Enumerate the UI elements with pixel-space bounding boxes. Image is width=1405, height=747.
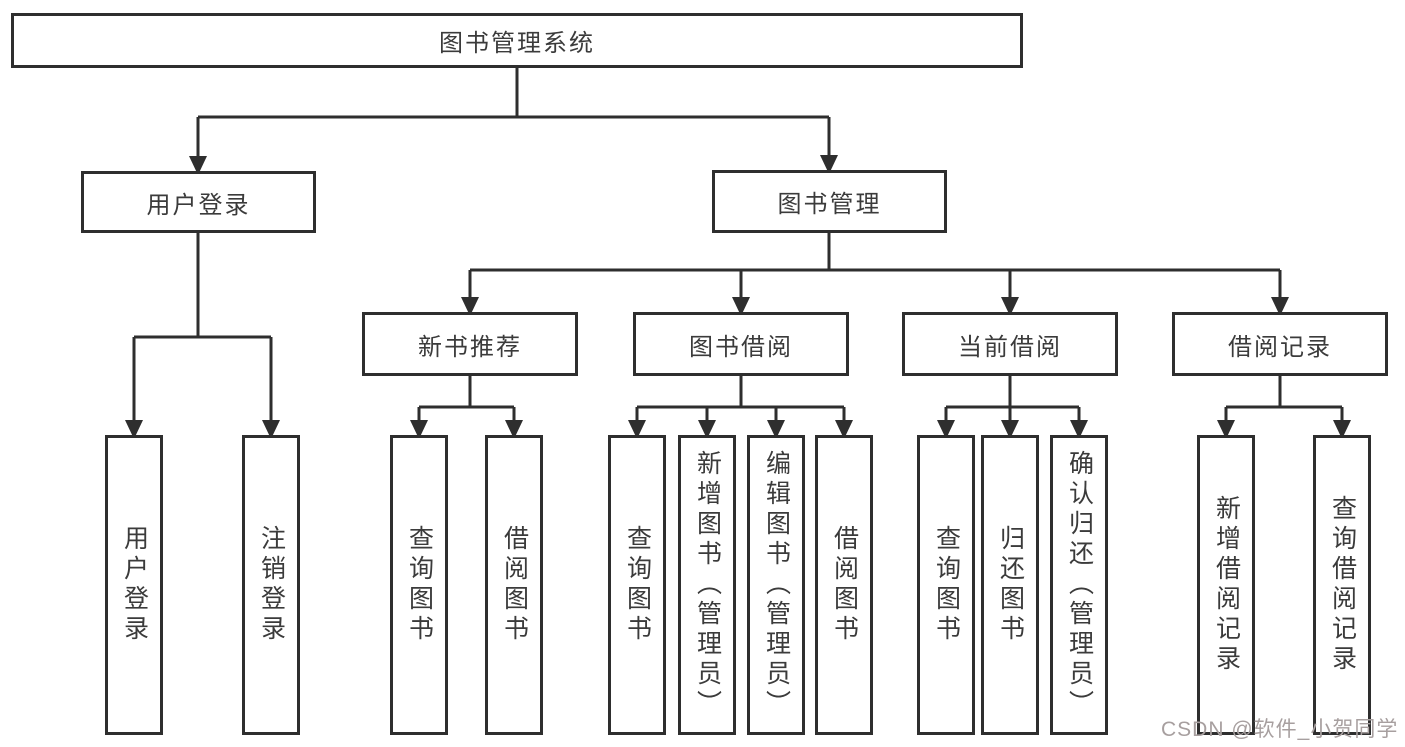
- arrowhead-icon: [461, 297, 479, 316]
- arrowhead-icon: [767, 420, 785, 439]
- node-label: 借阅图书: [500, 525, 529, 645]
- arrowhead-icon: [505, 420, 523, 439]
- node-leaf-user-login: 用户登录: [105, 435, 163, 735]
- node-label: 借阅记录: [1228, 333, 1332, 361]
- node-leaf-recd-query-record: 查询借阅记录: [1313, 435, 1371, 735]
- node-label: 图书管理系统: [439, 30, 595, 57]
- node-label: 查询借阅记录: [1328, 495, 1357, 675]
- arrowhead-icon: [732, 297, 750, 316]
- node-leaf-rec-query-book: 查询图书: [390, 435, 448, 735]
- node-new-book-recommend: 新书推荐: [362, 312, 578, 376]
- node-root: 图书管理系统: [11, 13, 1023, 68]
- node-label: 借阅图书: [830, 525, 859, 645]
- arrowhead-icon: [262, 420, 280, 439]
- node-leaf-cur-return-book: 归还图书: [981, 435, 1039, 735]
- arrowhead-icon: [1333, 420, 1351, 439]
- arrowhead-icon: [189, 156, 207, 175]
- arrowhead-icon: [125, 420, 143, 439]
- node-label: 新增图书（管理员）: [693, 450, 722, 720]
- node-leaf-bor-query-book: 查询图书: [608, 435, 666, 735]
- node-label: 当前借阅: [958, 333, 1062, 361]
- node-leaf-bor-edit-book: 编辑图书（管理员）: [747, 435, 805, 735]
- node-leaf-bor-borrow-book: 借阅图书: [815, 435, 873, 735]
- node-label: 用户登录: [120, 525, 149, 645]
- arrowhead-icon: [820, 155, 838, 174]
- node-user-login: 用户登录: [81, 171, 316, 233]
- node-label: 编辑图书（管理员）: [762, 450, 791, 720]
- node-leaf-cur-query-book: 查询图书: [917, 435, 975, 735]
- arrowhead-icon: [835, 420, 853, 439]
- node-label: 确认归还（管理员）: [1065, 450, 1094, 720]
- node-book-borrowing: 图书借阅: [633, 312, 849, 376]
- node-label: 图书借阅: [689, 333, 793, 361]
- node-book-management: 图书管理: [712, 170, 947, 233]
- arrowhead-icon: [410, 420, 428, 439]
- node-label: 归还图书: [996, 525, 1025, 645]
- node-borrowing-records: 借阅记录: [1172, 312, 1388, 376]
- node-leaf-bor-add-book: 新增图书（管理员）: [678, 435, 736, 735]
- arrowhead-icon: [1001, 420, 1019, 439]
- arrowhead-icon: [628, 420, 646, 439]
- node-leaf-logout: 注销登录: [242, 435, 300, 735]
- node-label: 注销登录: [257, 525, 286, 645]
- node-current-borrowing: 当前借阅: [902, 312, 1118, 376]
- watermark: CSDN @软件_小贺同学: [1161, 718, 1399, 741]
- node-label: 新书推荐: [418, 333, 522, 361]
- node-leaf-recd-add-record: 新增借阅记录: [1197, 435, 1255, 735]
- node-label: 用户登录: [146, 191, 251, 219]
- node-leaf-rec-borrow-book: 借阅图书: [485, 435, 543, 735]
- node-label: 查询图书: [932, 525, 961, 645]
- arrowhead-icon: [1001, 297, 1019, 316]
- arrowhead-icon: [1271, 297, 1289, 316]
- arrowhead-icon: [937, 420, 955, 439]
- node-label: 查询图书: [623, 525, 652, 645]
- arrowhead-icon: [1070, 420, 1088, 439]
- arrowhead-icon: [1217, 420, 1235, 439]
- node-label: 查询图书: [405, 525, 434, 645]
- node-label: 图书管理: [777, 191, 882, 218]
- arrowhead-icon: [698, 420, 716, 439]
- node-leaf-cur-confirm-return: 确认归还（管理员）: [1050, 435, 1108, 735]
- node-label: 新增借阅记录: [1212, 495, 1241, 675]
